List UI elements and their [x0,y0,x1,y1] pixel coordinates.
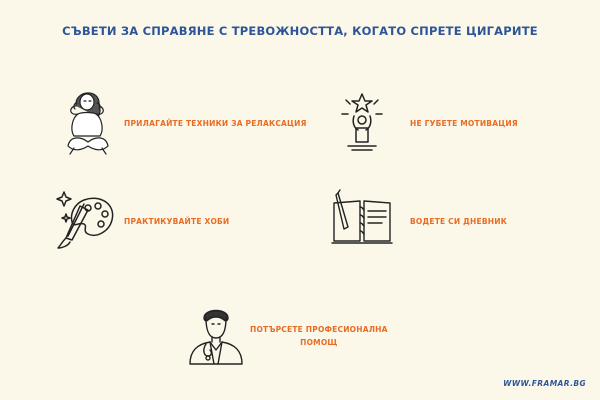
tip-professional-help-label-line2: ПОМОЩ [300,338,338,347]
open-journal-pen-icon [330,189,394,245]
celebrating-person-star-icon [332,92,392,154]
page-title: СЪВЕТИ ЗА СПРАВЯНЕ С ТРЕВОЖНОСТТА, КОГАТ… [62,24,538,38]
tip-motivation-label: НЕ ГУБЕТЕ МОТИВАЦИЯ [410,119,518,128]
tip-journal-label: ВОДЕТЕ СИ ДНЕВНИК [410,217,508,226]
website-link[interactable]: WWW.FRAMAR.BG [503,379,586,388]
tip-professional-help-label: ПОТЪРСЕТЕ ПРОФЕСИОНАЛНА ПОМОЩ [250,323,388,349]
tip-relaxation-label: ПРИЛАГАЙТЕ ТЕХНИКИ ЗА РЕЛАКСАЦИЯ [124,119,307,128]
tip-hobby-label: ПРАКТИКУВАЙТЕ ХОБИ [124,217,230,226]
doctor-icon [186,304,246,366]
paint-palette-brush-icon [54,190,116,250]
tip-professional-help-label-line1: ПОТЪРСЕТЕ ПРОФЕСИОНАЛНА [250,325,388,334]
meditating-woman-icon [62,84,114,158]
